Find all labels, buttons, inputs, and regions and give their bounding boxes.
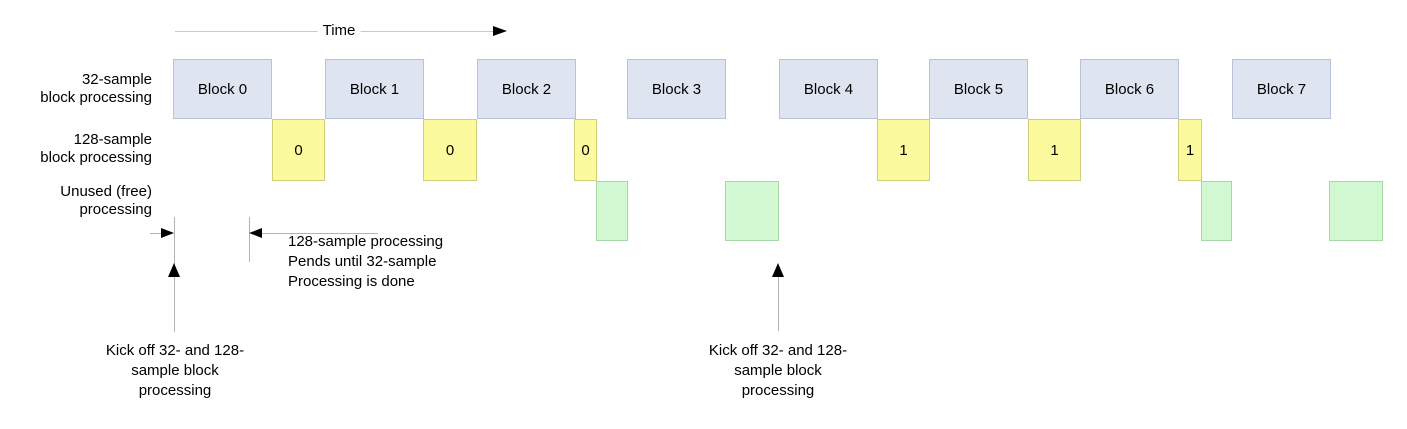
kickoff-left-arrow-up-icon	[168, 263, 180, 277]
dim-line-left	[150, 233, 162, 234]
pend-tick-line	[249, 217, 250, 262]
block-128-label-3: 1	[899, 141, 908, 159]
block-32-label-4: Block 4	[803, 80, 854, 98]
arrow-left-icon	[249, 228, 262, 238]
block-128-label-4: 1	[1050, 141, 1059, 159]
free-box-1	[725, 181, 779, 241]
block-32-box-2: Block 2	[477, 59, 576, 119]
block-32-box-4: Block 4	[779, 59, 878, 119]
kickoff-right-note: Kick off 32- and 128- sample block proce…	[709, 341, 847, 401]
row-label-128-sample: 128-sample block processing	[0, 131, 152, 167]
row-label-unused-line2: processing	[79, 201, 152, 218]
block-128-box-3: 1	[877, 119, 930, 181]
block-128-box-0: 0	[272, 119, 325, 181]
kickoff-right-leader-line	[778, 277, 779, 331]
block-128-label-0: 0	[294, 141, 303, 159]
kickoff-right-note-line2: sample block	[734, 362, 822, 379]
pends-note-line2: Pends until 32-sample	[288, 253, 437, 270]
block-128-box-5: 1	[1178, 119, 1202, 181]
block-32-box-1: Block 1	[325, 59, 424, 119]
free-box-2	[1201, 181, 1232, 241]
pend-leader-line	[262, 233, 378, 234]
kickoff-left-note: Kick off 32- and 128- sample block proce…	[106, 341, 244, 401]
free-box-3	[1329, 181, 1383, 241]
kickoff-right-note-line1: Kick off 32- and 128-	[708, 342, 848, 359]
kickoff-right-arrow-up-icon	[772, 263, 784, 277]
block-32-box-7: Block 7	[1232, 59, 1331, 119]
block-32-box-5: Block 5	[929, 59, 1028, 119]
row-label-unused-line1: Unused (free)	[60, 183, 152, 200]
block-32-label-0: Block 0	[197, 80, 248, 98]
block-128-label-2: 0	[581, 141, 590, 159]
time-arrow-right-icon	[493, 26, 507, 36]
row-label-32-sample-line2: block processing	[40, 89, 152, 106]
block-32-label-6: Block 6	[1104, 80, 1155, 98]
block-32-box-0: Block 0	[173, 59, 272, 119]
block-32-label-5: Block 5	[953, 80, 1004, 98]
block-32-label-1: Block 1	[349, 80, 400, 98]
kickoff-left-note-line1: Kick off 32- and 128-	[105, 342, 245, 359]
kickoff-left-note-line2: sample block	[131, 362, 219, 379]
block-32-label-7: Block 7	[1256, 80, 1307, 98]
row-label-unused: Unused (free) processing	[0, 183, 152, 219]
row-label-32-sample-line1: 32-sample	[81, 71, 152, 88]
block-128-box-1: 0	[423, 119, 477, 181]
pends-note-line1: 128-sample processing	[288, 233, 444, 250]
row-label-128-sample-line1: 128-sample	[73, 131, 152, 148]
pends-note-line3: Processing is done	[288, 273, 415, 290]
kickoff-right-note-line3: processing	[741, 382, 815, 399]
kickoff-left-note-line3: processing	[138, 382, 212, 399]
pends-note: 128-sample processing Pends until 32-sam…	[288, 232, 443, 292]
block-128-label-5: 1	[1185, 141, 1195, 159]
block-32-box-3: Block 3	[627, 59, 726, 119]
block-128-box-2: 0	[574, 119, 597, 181]
free-box-0	[596, 181, 628, 241]
block-128-label-1: 0	[445, 141, 455, 159]
arrow-right-icon	[161, 228, 174, 238]
block-32-label-3: Block 3	[651, 80, 702, 98]
time-axis-label: Time	[317, 22, 361, 39]
row-label-128-sample-line2: block processing	[40, 149, 152, 166]
row-label-32-sample: 32-sample block processing	[0, 71, 152, 107]
block-32-label-2: Block 2	[501, 80, 552, 98]
block-128-box-4: 1	[1028, 119, 1081, 181]
block-32-box-6: Block 6	[1080, 59, 1179, 119]
